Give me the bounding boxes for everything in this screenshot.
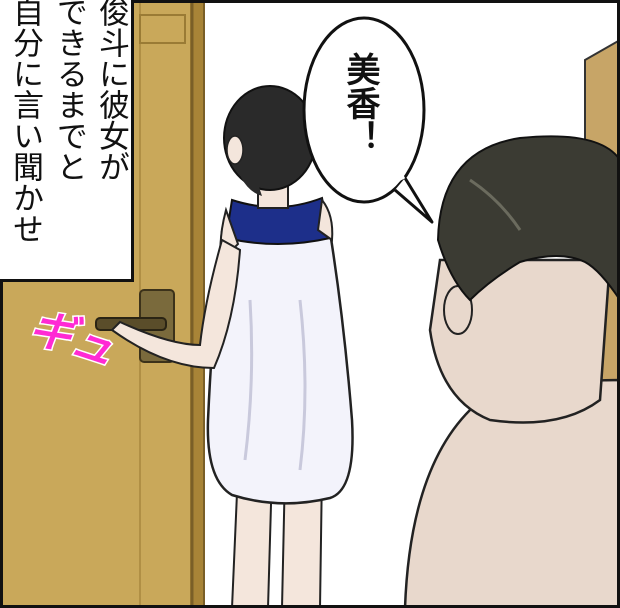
speech-bubble-shape xyxy=(302,16,426,204)
narration-line-2: できるまでと xyxy=(51,0,87,182)
narration-box: 俊斗に彼女が できるまでと 自分に言い聞かせ xyxy=(0,0,134,282)
narration-line-3: 自分に言い聞かせ xyxy=(7,0,43,244)
narration-line-1: 俊斗に彼女が xyxy=(93,0,129,182)
man-hair xyxy=(436,135,620,302)
woman-figure xyxy=(110,85,354,608)
speech-bubble-text: 美香！ xyxy=(340,52,380,154)
man-figure xyxy=(403,135,620,608)
